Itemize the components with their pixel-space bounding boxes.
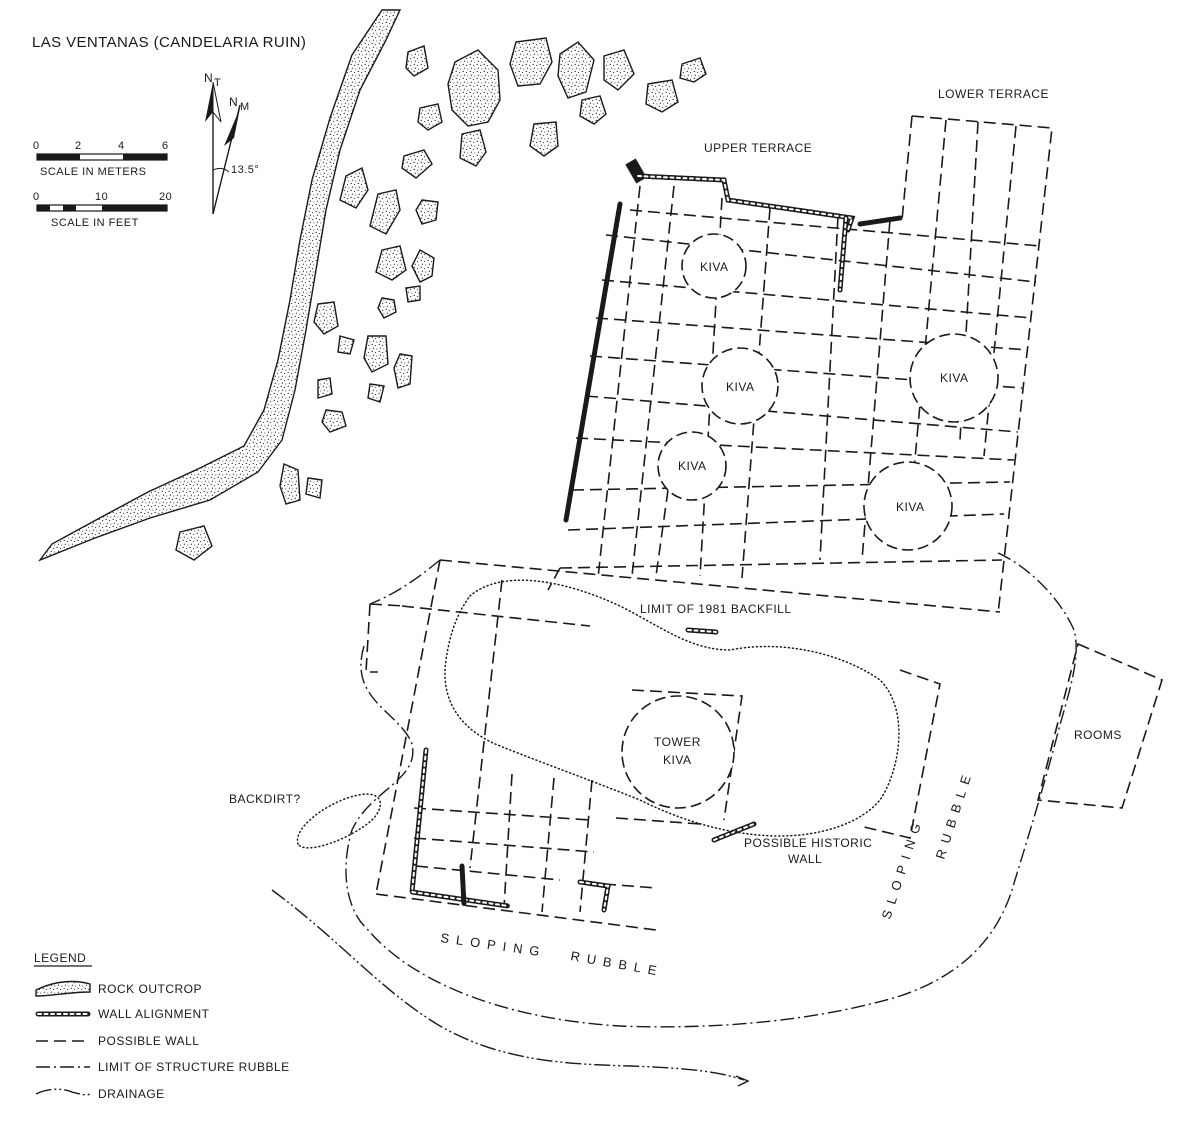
limit-structure-rubble: [345, 551, 1077, 1028]
map-title: LAS VENTANAS (CANDELARIA RUIN): [32, 34, 306, 51]
label-kiva-2: KIVA: [726, 380, 754, 394]
north-arrow-icon: N T N M 13.5°: [204, 71, 259, 215]
legend-label-wall-alignment: WALL ALIGNMENT: [98, 1007, 210, 1021]
tower-kiva: [621, 695, 735, 809]
scale-feet-caption: SCALE IN FEET: [51, 217, 139, 229]
scale-meters-caption: SCALE IN METERS: [40, 166, 147, 178]
scale-meters-tick-6: 6: [162, 140, 169, 152]
legend-label-possible-wall: POSSIBLE WALL: [98, 1034, 199, 1048]
drainage-line: [271, 889, 745, 1081]
legend-drainage-icon: [35, 1088, 91, 1096]
legend-heading: LEGEND: [34, 951, 86, 965]
scale-feet-tick-0: 0: [33, 191, 40, 203]
label-limit-backfill: LIMIT OF 1981 BACKFILL: [640, 602, 792, 616]
label-backdirt: BACKDIRT?: [229, 792, 301, 806]
label-sloping-east: SLOPING: [879, 815, 926, 921]
scale-bar-meters: 0 2 4 6 SCALE IN METERS: [33, 140, 169, 178]
label-kiva-4: KIVA: [678, 459, 706, 473]
kivas: [621, 233, 999, 809]
declination-label: 13.5°: [231, 164, 259, 176]
scale-meters-tick-4: 4: [118, 140, 125, 152]
kiva-1: [681, 233, 747, 299]
label-possible-historic-1: POSSIBLE HISTORIC: [744, 836, 872, 850]
map-labels: UPPER TERRACE LOWER TERRACE KIVA KIVA KI…: [229, 87, 1122, 979]
boulders: [175, 37, 707, 561]
scale-meters-tick-2: 2: [75, 140, 82, 152]
possible-walls-south: [365, 559, 1163, 931]
limit-backfill-line: [444, 579, 900, 837]
rock-outcrop-escarpment: [37, 9, 402, 562]
label-kiva-1: KIVA: [700, 260, 728, 274]
magnetic-north-sub: M: [240, 101, 250, 113]
kiva-3: [909, 333, 999, 423]
scale-feet-tick-20: 20: [159, 191, 172, 203]
label-kiva-3: KIVA: [940, 371, 968, 385]
magnetic-north-label: N: [229, 95, 238, 109]
kiva-2: [701, 347, 779, 425]
kiva-4: [657, 431, 727, 501]
true-north-label: N: [204, 71, 213, 85]
scale-bar-feet: 0 10 20 SCALE IN FEET: [33, 191, 172, 229]
scale-meters-tick-0: 0: [33, 140, 40, 152]
label-possible-historic-2: WALL: [788, 852, 822, 866]
label-rubble-south: RUBBLE: [569, 948, 664, 979]
backdirt-mound: [296, 793, 381, 849]
label-tower-2: KIVA: [663, 753, 691, 767]
label-rubble-east: RUBBLE: [933, 767, 976, 861]
label-rooms: ROOMS: [1074, 728, 1122, 742]
true-north-sub: T: [214, 77, 221, 89]
label-tower-1: TOWER: [654, 735, 701, 749]
label-kiva-5: KIVA: [896, 500, 924, 514]
legend: LEGEND ROCK OUTCROP WALL ALIGNMENT POSSI…: [34, 951, 290, 1101]
legend-label-rock-outcrop: ROCK OUTCROP: [98, 982, 202, 996]
label-upper-terrace: UPPER TERRACE: [704, 141, 812, 155]
legend-label-drainage: DRAINAGE: [98, 1087, 165, 1101]
kiva-5: [863, 461, 953, 551]
legend-rock-outcrop-icon: [35, 980, 91, 997]
label-sloping-south: SLOPING: [440, 930, 548, 960]
label-lower-terrace: LOWER TERRACE: [938, 87, 1049, 101]
legend-label-limit-rubble: LIMIT OF STRUCTURE RUBBLE: [98, 1060, 290, 1074]
scale-feet-tick-10: 10: [95, 191, 108, 203]
wall-alignments: [409, 158, 903, 913]
